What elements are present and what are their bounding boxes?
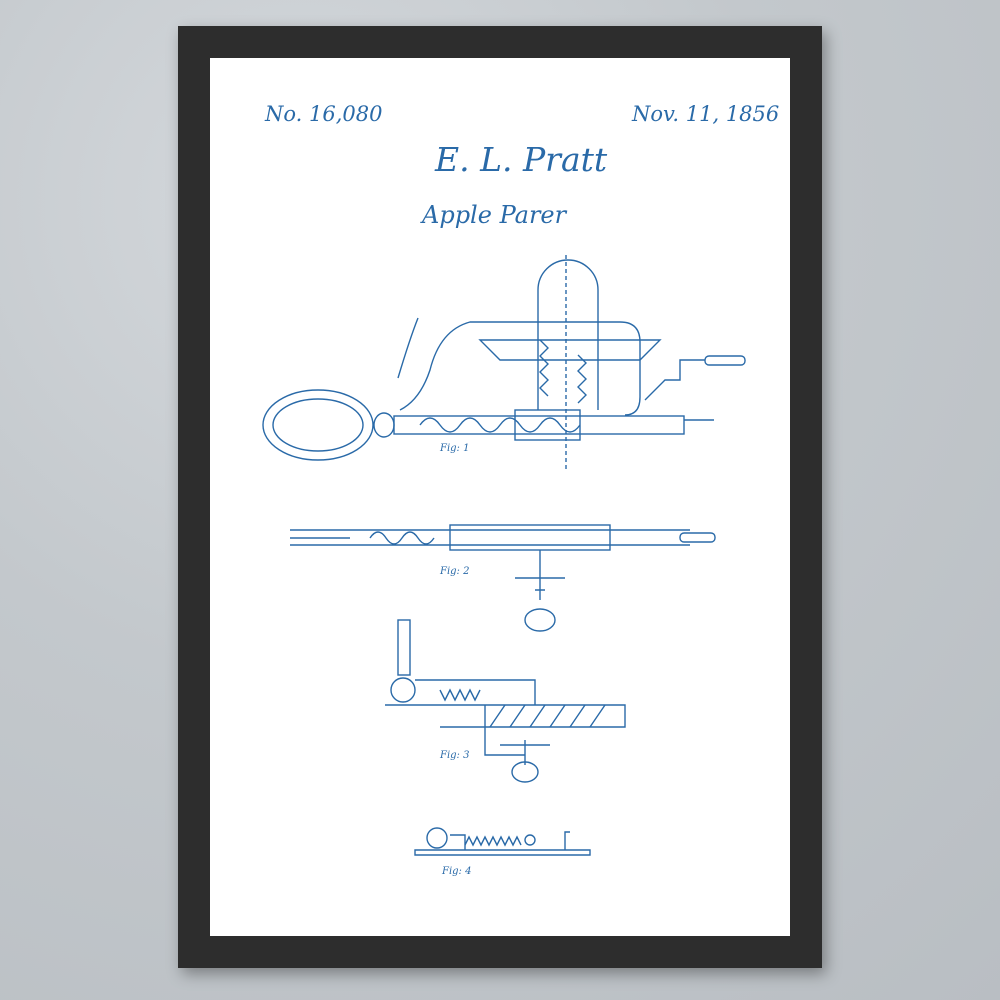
figure-4-drawing [415,828,590,855]
figure-3-drawing [385,620,625,782]
figure-2-drawing [290,525,715,631]
figure-1-drawing [263,255,745,470]
